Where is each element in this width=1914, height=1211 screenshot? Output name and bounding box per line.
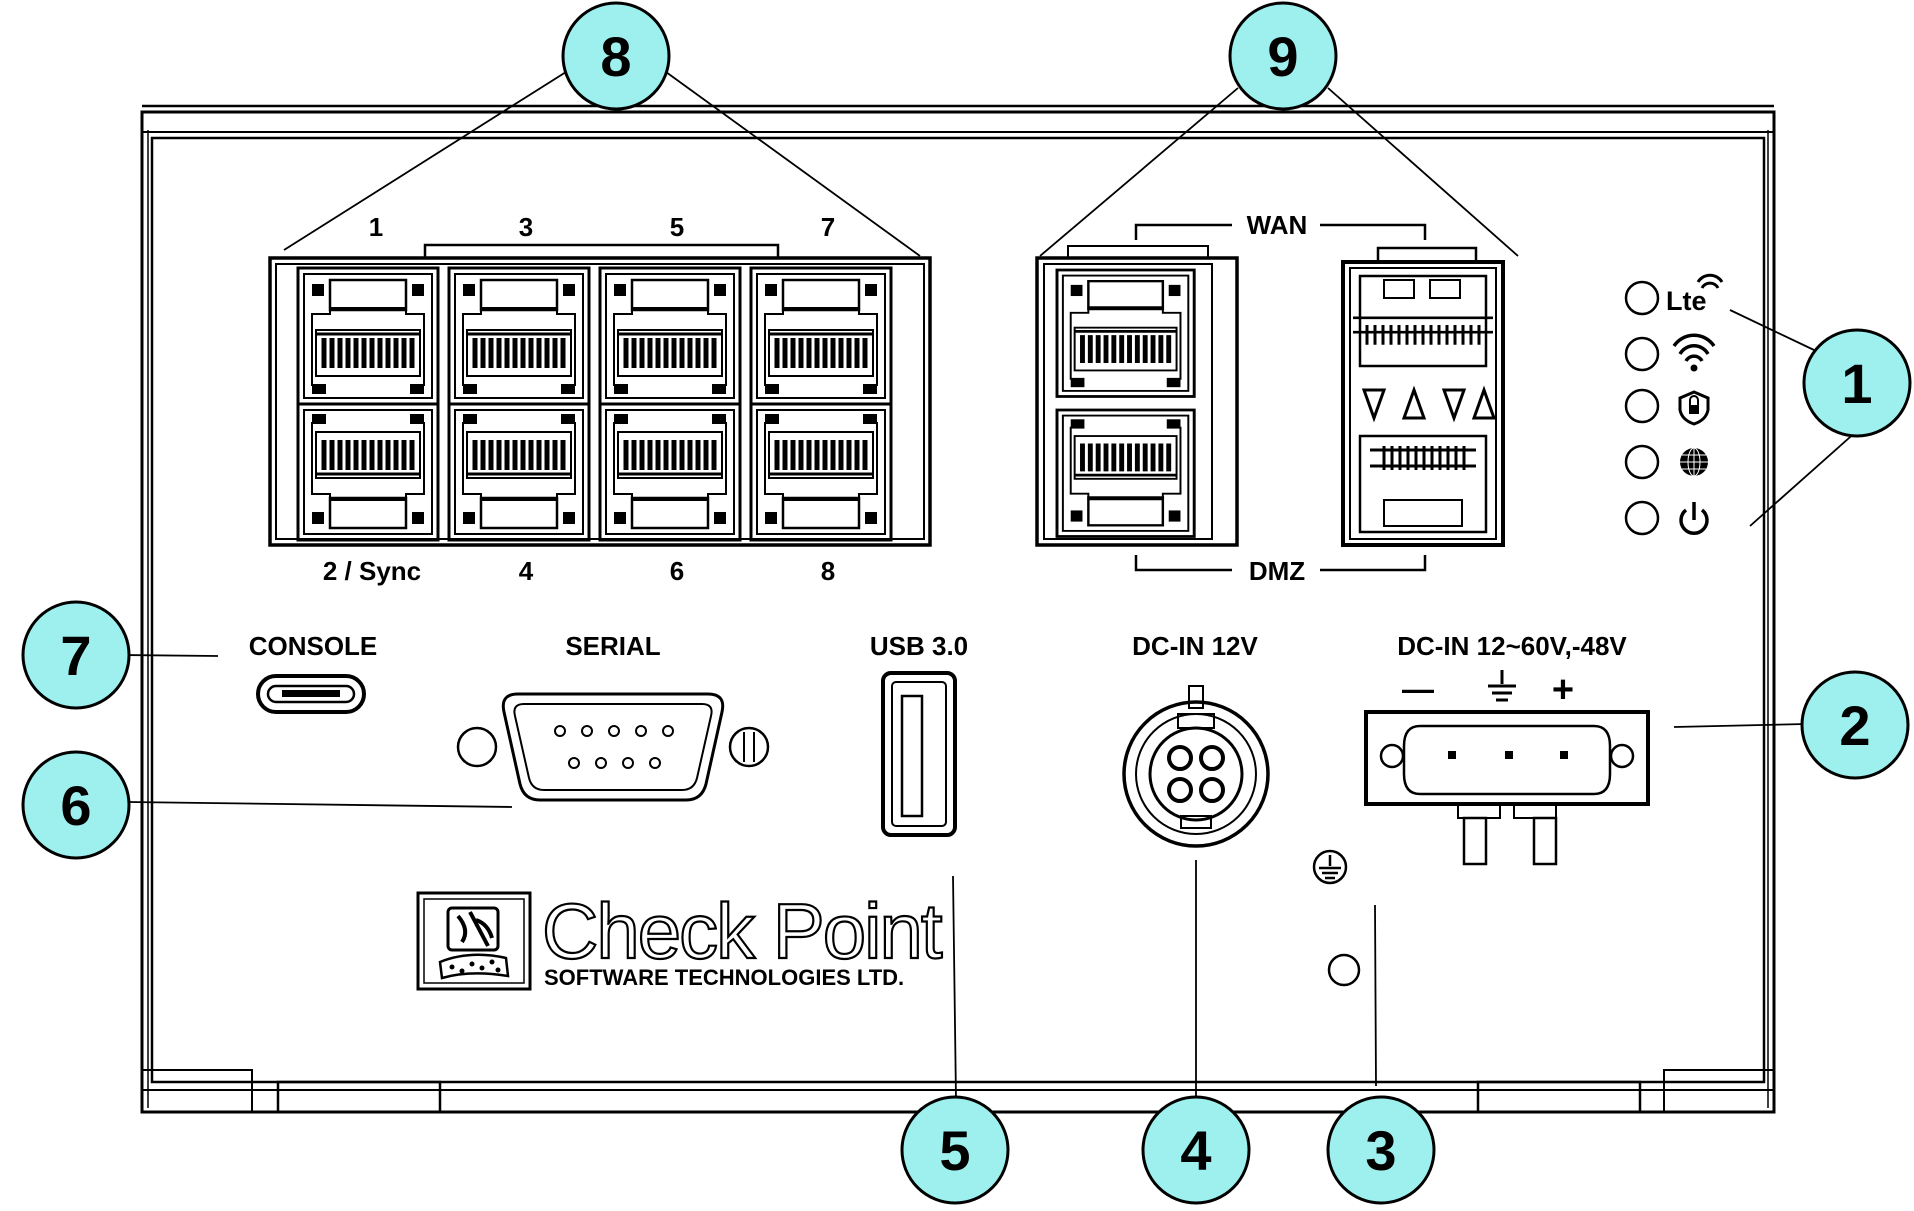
console-port[interactable]: CONSOLE (249, 631, 378, 714)
power-icon (1679, 502, 1709, 535)
lan-label-7: 7 (821, 212, 835, 242)
lan-port-8[interactable] (751, 404, 891, 540)
shield-icon (1678, 390, 1710, 426)
dmz-label: DMZ (1249, 556, 1305, 586)
polarity-plus: + (1552, 669, 1574, 711)
dmz-copper-port[interactable] (1057, 410, 1194, 536)
console-label: CONSOLE (249, 631, 378, 661)
callout-8: 8 (561, 1, 671, 111)
led-wifi (1624, 336, 1660, 372)
usb-port[interactable]: USB 3.0 (870, 631, 968, 837)
sfp-direction-arrows (1361, 385, 1497, 423)
lan-label-2-sync: 2 / Sync (323, 556, 421, 586)
lan-port-7[interactable] (751, 268, 891, 404)
globe-icon (1680, 447, 1708, 477)
ground-terminal[interactable] (1312, 849, 1361, 987)
led-lte (1624, 280, 1660, 316)
leader-lines (121, 71, 1859, 1101)
lan-port-5[interactable] (600, 268, 740, 404)
ground-symbol-icon (1488, 670, 1516, 702)
lte-label: Lte (1666, 286, 1707, 316)
lan-label-3: 3 (519, 212, 533, 242)
brand-name: Check Point (542, 887, 943, 975)
brand-subtitle: SOFTWARE TECHNOLOGIES LTD. (544, 965, 904, 990)
dc-in-12v-port[interactable]: DC-IN 12V (1122, 631, 1270, 848)
callout-4: 4 (1141, 1095, 1251, 1205)
callout-2: 2 (1800, 670, 1910, 780)
wan-label: WAN (1247, 210, 1308, 240)
lan-label-1: 1 (369, 212, 383, 242)
lan-port-1[interactable] (298, 268, 438, 404)
svg-text:1: 1 (1841, 352, 1872, 415)
check-point-logo: Check Point SOFTWARE TECHNOLOGIES LTD. (416, 886, 946, 991)
lan-port-6[interactable] (600, 404, 740, 540)
wan-copper-port[interactable] (1057, 270, 1194, 396)
callout-5: 5 (900, 1095, 1010, 1205)
dc-in-terminal-block[interactable]: DC-IN 12~60V,-48V — + (1364, 631, 1650, 866)
lan-label-5: 5 (670, 212, 684, 242)
lan-label-4: 4 (519, 556, 534, 586)
callout-9: 9 (1228, 1, 1338, 111)
svg-text:9: 9 (1267, 25, 1298, 88)
callout-6: 6 (21, 750, 131, 860)
svg-text:8: 8 (600, 25, 631, 88)
lan-port-3[interactable] (449, 268, 589, 404)
led-power (1624, 500, 1660, 536)
svg-text:3: 3 (1365, 1119, 1396, 1182)
status-leds: Lte (1624, 273, 1724, 536)
svg-text:4: 4 (1180, 1119, 1211, 1182)
wan-dmz-copper-ports (1035, 245, 1239, 547)
polarity-minus: — (1402, 671, 1434, 707)
wifi-icon (1672, 333, 1716, 372)
lan-label-8: 8 (821, 556, 835, 586)
dmz-sfp-port[interactable] (1358, 434, 1488, 534)
dc-in-terminal-label: DC-IN 12~60V,-48V (1397, 631, 1627, 661)
svg-text:6: 6 (60, 774, 91, 837)
callout-7: 7 (21, 600, 131, 710)
svg-text:7: 7 (60, 624, 91, 687)
lan-label-6: 6 (670, 556, 684, 586)
dc-in-12v-label: DC-IN 12V (1132, 631, 1258, 661)
serial-label: SERIAL (565, 631, 660, 661)
lte-wifi-icon: Lte (1666, 273, 1724, 316)
lan-port-4[interactable] (449, 404, 589, 540)
svg-text:2: 2 (1839, 694, 1870, 757)
callout-markers: 8 9 1 2 3 4 5 6 (21, 1, 1912, 1205)
led-security (1624, 388, 1660, 424)
svg-text:5: 5 (939, 1119, 970, 1182)
serial-port[interactable]: SERIAL (456, 631, 770, 802)
wan-sfp-port[interactable] (1351, 274, 1495, 368)
led-internet (1624, 444, 1660, 480)
lan-port-block: 1 3 5 7 2 / Sync 4 6 8 (268, 212, 932, 586)
usb-label: USB 3.0 (870, 631, 968, 661)
sfp-ports (1341, 246, 1505, 547)
callout-1: 1 (1802, 328, 1912, 438)
lan-port-2-sync[interactable] (298, 404, 438, 540)
wan-dmz-brackets: WAN DMZ (1134, 210, 1427, 586)
callout-3: 3 (1326, 1095, 1436, 1205)
